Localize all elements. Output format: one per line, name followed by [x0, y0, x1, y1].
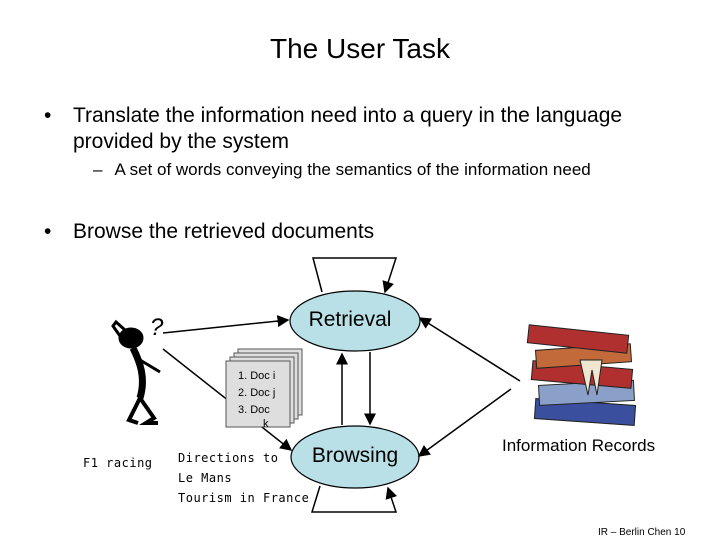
- books-pile: [526, 324, 637, 426]
- records-retrieval-arrow: [418, 317, 521, 382]
- sub-bullet-dash: –: [93, 160, 103, 179]
- browsing-ellipse: [290, 425, 420, 489]
- browse-item-tourism-france: Tourism in France: [178, 491, 310, 505]
- bullet-dot-1: •: [44, 104, 52, 127]
- bullet-translate-query: Translate the information need into a qu…: [73, 104, 623, 153]
- bullet-dot-2: •: [44, 220, 52, 243]
- ranked-docs-stack: [225, 348, 303, 428]
- sub-bullet-words: –A set of words conveying the semantics …: [93, 160, 591, 180]
- question-mark: ?: [150, 314, 164, 341]
- slide-footer: IR – Berlin Chen 10: [598, 527, 686, 538]
- browsing-label: Browsing: [311, 444, 399, 467]
- retrieval-loop-arrow: [312, 257, 398, 294]
- browsing-loop-arrow: [310, 485, 398, 513]
- bullet-browse-documents: Browse the retrieved documents: [73, 220, 375, 243]
- thinking-user-figure: [111, 319, 161, 425]
- sub-bullet-text: A set of words conveying the semantics o…: [114, 160, 591, 179]
- slide-title: The User Task: [270, 33, 450, 64]
- information-records-label: Information Records: [502, 436, 656, 455]
- browse-item-directions: Directions to: [178, 451, 279, 465]
- doc-item-2: 2. Doc j: [238, 387, 276, 399]
- doc-item-3-suffix: k: [263, 418, 269, 430]
- retrieval-label: Retrieval: [308, 308, 392, 331]
- doc-item-3: 3. Doc: [238, 404, 270, 416]
- browse-item-le-mans: Le Mans: [178, 471, 233, 485]
- records-browsing-arrow: [417, 388, 512, 457]
- doc-item-1: 1. Doc i: [238, 370, 276, 382]
- user-to-retrieval-arrow: [162, 315, 290, 334]
- browse-item-f1-racing: F1 racing: [83, 456, 153, 470]
